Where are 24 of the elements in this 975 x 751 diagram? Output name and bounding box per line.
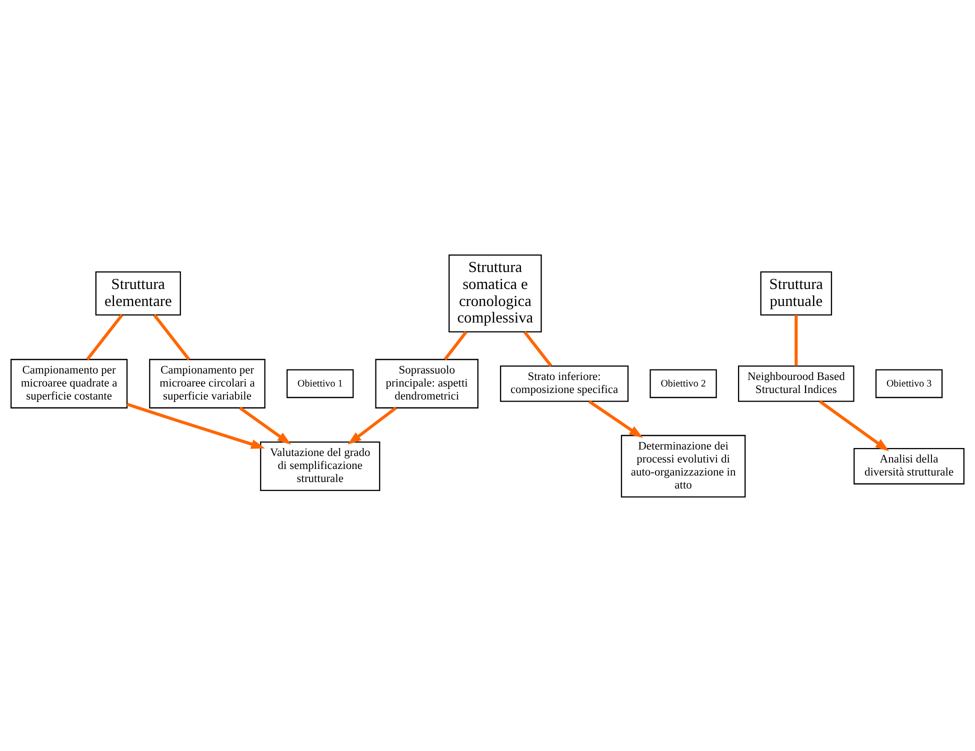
arrow xyxy=(239,406,292,444)
node-box: Analisi della diversità strutturale xyxy=(854,447,964,484)
connector xyxy=(153,314,190,360)
node-box: Soprassuolo principale: aspetti dendrometrici xyxy=(375,358,478,408)
node-box: Strato inferiore: composizione specifica xyxy=(500,364,629,402)
node-box: Struttura somatica e cronologica complessiva xyxy=(448,254,542,332)
node-box: Obiettivo 2 xyxy=(650,368,717,398)
arrow xyxy=(126,402,266,448)
arrow xyxy=(348,406,397,444)
connector xyxy=(794,314,798,366)
node-box: Campionamento per microaree circolari a superficie variabile xyxy=(149,358,266,408)
node-box: Struttura puntuale xyxy=(760,270,832,316)
node-box: Struttura elementare xyxy=(95,270,181,316)
node-box: Campionamento per microaree quadrate a superficie costante xyxy=(10,358,128,408)
node-box: Determinazione dei processi evolutivi di auto-organizzazione in atto xyxy=(620,434,746,497)
node-box: Obiettivo 3 xyxy=(875,368,943,398)
arrow xyxy=(588,400,643,438)
arrow xyxy=(818,400,890,451)
node-box: Valutazione del grado di semplificazione strutturale xyxy=(260,440,380,490)
connector xyxy=(444,330,468,360)
connector xyxy=(523,330,552,366)
connector xyxy=(86,314,124,360)
node-box: Obiettivo 1 xyxy=(286,368,354,398)
node-box: Neighbourood Based Structural Indices xyxy=(738,364,854,402)
